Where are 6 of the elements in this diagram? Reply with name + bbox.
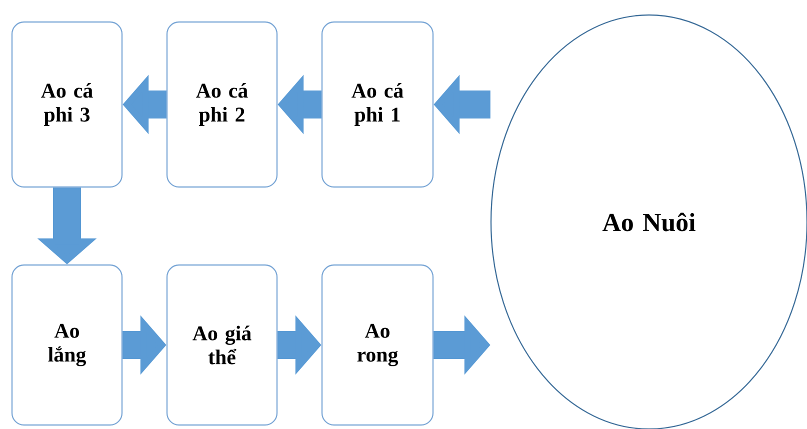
pond-box: Ao cá phi 1	[321, 21, 434, 188]
pond-box: Ao lắng	[11, 264, 123, 426]
pond-box: Ao cá phi 3	[11, 21, 123, 188]
pond-box: Ao giá thể	[166, 264, 278, 426]
pond-box: Ao rong	[321, 264, 434, 426]
pond-box: Ao cá phi 2	[166, 21, 278, 188]
